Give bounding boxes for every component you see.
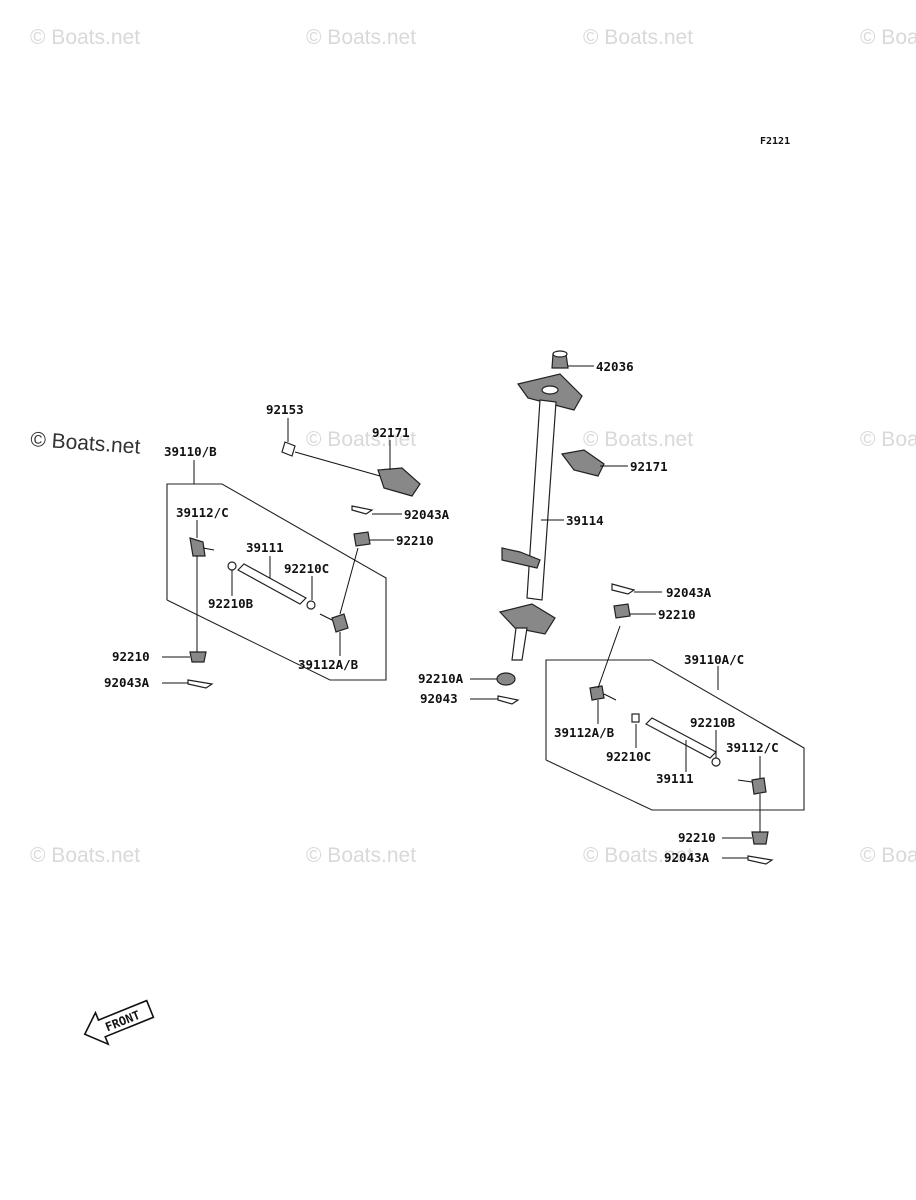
label-39114: 39114 bbox=[566, 513, 604, 528]
label-39112c-left: 39112/C bbox=[176, 505, 229, 520]
watermark: © Boats.net bbox=[583, 428, 693, 451]
left-upper-nut-part bbox=[353, 531, 371, 547]
watermark: © Boats.net bbox=[860, 26, 916, 49]
left-assy-frame bbox=[166, 483, 387, 681]
watermark: © Boats.net bbox=[860, 428, 916, 451]
right-nut-b-part bbox=[711, 757, 721, 767]
label-39111-right: 39111 bbox=[656, 771, 694, 786]
watermark: © Boats.net bbox=[306, 26, 416, 49]
right-upper-pin-part bbox=[611, 583, 636, 595]
label-92210-right-upper: 92210 bbox=[658, 607, 696, 622]
watermark-prominent: © Boats.net bbox=[30, 428, 142, 459]
left-outer-end-part bbox=[189, 537, 206, 557]
right-outer-end-part bbox=[751, 777, 767, 795]
holder-bolt-line bbox=[294, 451, 381, 477]
watermark: © Boats.net bbox=[306, 844, 416, 867]
label-39110b: 39110/B bbox=[164, 444, 217, 459]
shaft-tube bbox=[526, 399, 557, 601]
right-inner-thread bbox=[603, 693, 617, 701]
left-tie-rod-assembly bbox=[166, 483, 387, 689]
label-92171-right: 92171 bbox=[630, 459, 668, 474]
left-upper-pin-part bbox=[351, 505, 374, 515]
watermark-layer: © Boats.net © Boats.net © Boats.net © Bo… bbox=[30, 26, 916, 867]
label-92210c-left: 92210C bbox=[284, 561, 329, 576]
label-92043a-right-upper: 92043A bbox=[666, 585, 712, 600]
left-inner-thread bbox=[319, 613, 333, 621]
right-upper-nut-part bbox=[613, 603, 631, 619]
label-39112ab-left: 39112A/B bbox=[298, 657, 359, 672]
label-92043a-left-lower: 92043A bbox=[104, 675, 150, 690]
label-39110ac: 39110A/C bbox=[684, 652, 744, 667]
front-arrow-icon bbox=[83, 999, 155, 1046]
watermark: © Boats.net bbox=[583, 26, 693, 49]
center-nut-part bbox=[496, 672, 516, 686]
label-92210-right-lower: 92210 bbox=[678, 830, 716, 845]
label-92210-left-lower: 92210 bbox=[112, 649, 150, 664]
label-92153: 92153 bbox=[266, 402, 304, 417]
right-lower-nut-part bbox=[751, 831, 769, 845]
front-arrow: FRONT bbox=[83, 999, 155, 1046]
right-tie-rod-assembly bbox=[545, 659, 805, 811]
mid-bracket bbox=[501, 547, 541, 569]
left-lower-nut-part bbox=[189, 651, 207, 663]
left-inner-end-part bbox=[331, 613, 349, 633]
label-92043a-left-upper: 92043A bbox=[404, 507, 450, 522]
label-42036: 42036 bbox=[596, 359, 634, 374]
right-lower-pin-part bbox=[747, 855, 774, 865]
handlebar-holder-left-part bbox=[377, 467, 421, 497]
label-39111-left: 39111 bbox=[246, 540, 284, 555]
watermark: © Boats.net bbox=[30, 844, 140, 867]
label-92043: 92043 bbox=[420, 691, 458, 706]
label-92171-left: 92171 bbox=[372, 425, 410, 440]
label-39112c-right: 39112/C bbox=[726, 740, 779, 755]
left-nut-b-part bbox=[227, 561, 237, 571]
steering-shaft-assembly bbox=[498, 350, 583, 661]
label-92210c-right: 92210C bbox=[606, 749, 651, 764]
left-nut-c-part bbox=[306, 600, 316, 610]
right-outer-thread bbox=[737, 779, 753, 783]
holder-bolt-part bbox=[281, 441, 296, 457]
bushing-top bbox=[552, 350, 568, 358]
label-92210-left-upper: 92210 bbox=[396, 533, 434, 548]
label-92210b-right: 92210B bbox=[690, 715, 736, 730]
top-plate-hole bbox=[541, 385, 559, 395]
watermark: © Boats.net bbox=[583, 844, 693, 867]
handlebar-holder-right-part bbox=[560, 449, 605, 477]
shaft-stub bbox=[511, 627, 528, 661]
label-92210a: 92210A bbox=[418, 671, 464, 686]
right-assy-frame bbox=[545, 659, 805, 811]
center-pin-part bbox=[497, 695, 520, 705]
part-labels: 42036 92171 92153 92171 39110/B 92043A 3… bbox=[104, 359, 779, 865]
watermark: © Boats.net bbox=[306, 428, 416, 451]
left-lower-pin-part bbox=[187, 679, 214, 689]
pitman-arm bbox=[498, 603, 556, 635]
right-nut-c-part bbox=[631, 713, 640, 723]
label-39112ab-right: 39112A/B bbox=[554, 725, 615, 740]
right-inner-end-part bbox=[589, 685, 605, 701]
label-92210b-left: 92210B bbox=[208, 596, 254, 611]
watermark: © Boats.net bbox=[30, 26, 140, 49]
diagram-code: F2121 bbox=[760, 136, 790, 147]
left-outer-thread bbox=[202, 547, 215, 551]
left-shaft-part bbox=[237, 563, 307, 605]
label-92043a-right-lower: 92043A bbox=[664, 850, 710, 865]
watermark: © Boats.net bbox=[860, 844, 916, 867]
leader-lines bbox=[162, 365, 761, 859]
